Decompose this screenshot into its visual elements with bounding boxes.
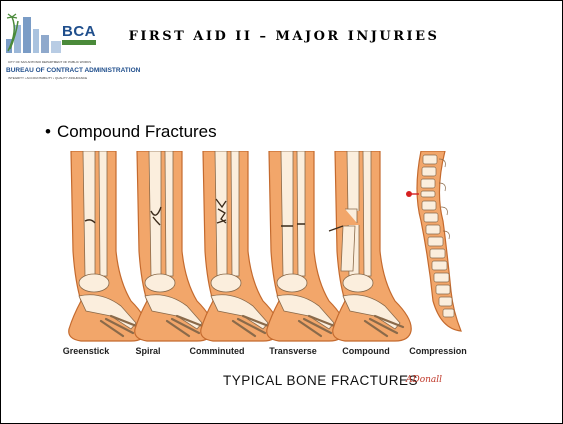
logo-acronym: BCA [62, 23, 96, 40]
artist-signature: ADonall [406, 375, 442, 385]
label-spiral: Spiral [135, 346, 160, 356]
bullet-icon: • [45, 122, 51, 142]
leg-spiral [135, 151, 213, 341]
label-greenstick: Greenstick [63, 346, 110, 356]
logo-stripe [62, 40, 96, 45]
leg-comminuted [201, 151, 279, 341]
spine-compression [406, 151, 461, 331]
leg-greenstick [69, 151, 147, 341]
label-compression: Compression [409, 346, 467, 356]
slide-title: FIRST AID II – MAJOR INJURIES [119, 31, 449, 42]
figure-caption: TYPICAL BONE FRACTURES [223, 373, 418, 388]
logo-line-3: INTEGRITY • ACCOUNTABILITY • QUALITY ASS… [8, 76, 104, 80]
bca-logo: BCA CITY OF SAN ANTONIO DEPARTMENT OF PU… [4, 5, 104, 91]
leg-transverse [267, 151, 345, 341]
bone-fractures-illustration: Greenstick Spiral Comminuted Transverse … [61, 151, 501, 401]
leg-compound [329, 151, 411, 341]
fracture-drawing [61, 151, 501, 346]
logo-line-1: CITY OF SAN ANTONIO DEPARTMENT OF PUBLIC… [8, 60, 104, 64]
label-comminuted: Comminuted [190, 346, 245, 356]
label-compound: Compound [342, 346, 390, 356]
city-skyline-icon [4, 11, 64, 55]
bullet-text: Compound Fractures [57, 122, 217, 141]
bullet-item: • Compound Fractures [45, 122, 217, 142]
label-transverse: Transverse [269, 346, 317, 356]
logo-line-2: BUREAU OF CONTRACT ADMINISTRATION [6, 67, 140, 74]
